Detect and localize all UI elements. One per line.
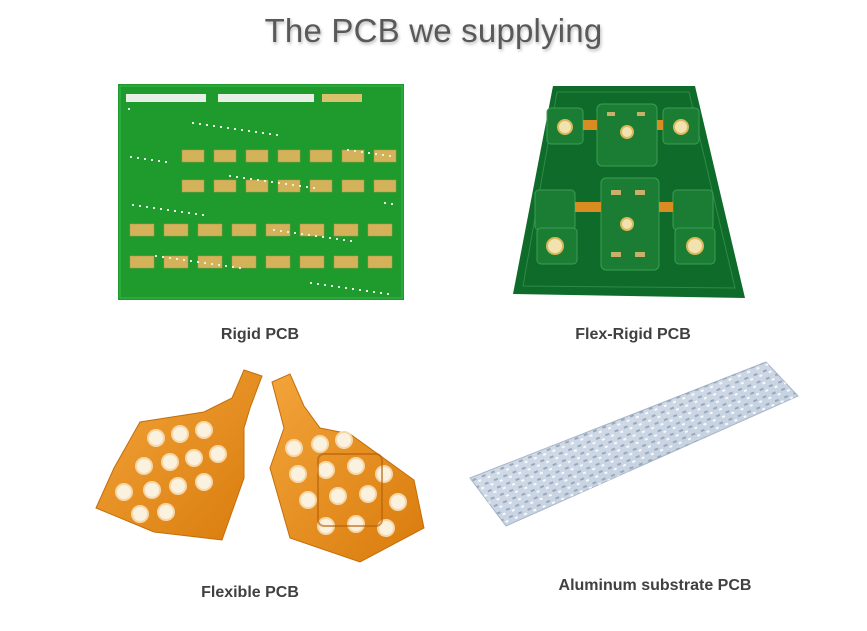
aluminum-pcb-illustration xyxy=(469,361,799,527)
rigid-pcb-image xyxy=(118,84,404,300)
aluminum-pcb-image xyxy=(466,360,800,530)
flex-rigid-pcb-illustration xyxy=(513,86,745,298)
flexible-pcb-illustration xyxy=(95,369,425,563)
flex-rigid-pcb-image xyxy=(507,82,747,304)
page-title: The PCB we supplying xyxy=(264,12,603,49)
aluminum-pcb-label: Aluminum substrate PCB xyxy=(558,577,752,594)
flexible-pcb-image xyxy=(94,368,430,564)
rigid-pcb-label: Rigid PCB xyxy=(220,326,300,343)
flex-rigid-pcb-label: Flex-Rigid PCB xyxy=(575,326,691,343)
flexible-pcb-label: Flexible PCB xyxy=(201,584,299,601)
rigid-pcb-illustration xyxy=(118,84,404,300)
